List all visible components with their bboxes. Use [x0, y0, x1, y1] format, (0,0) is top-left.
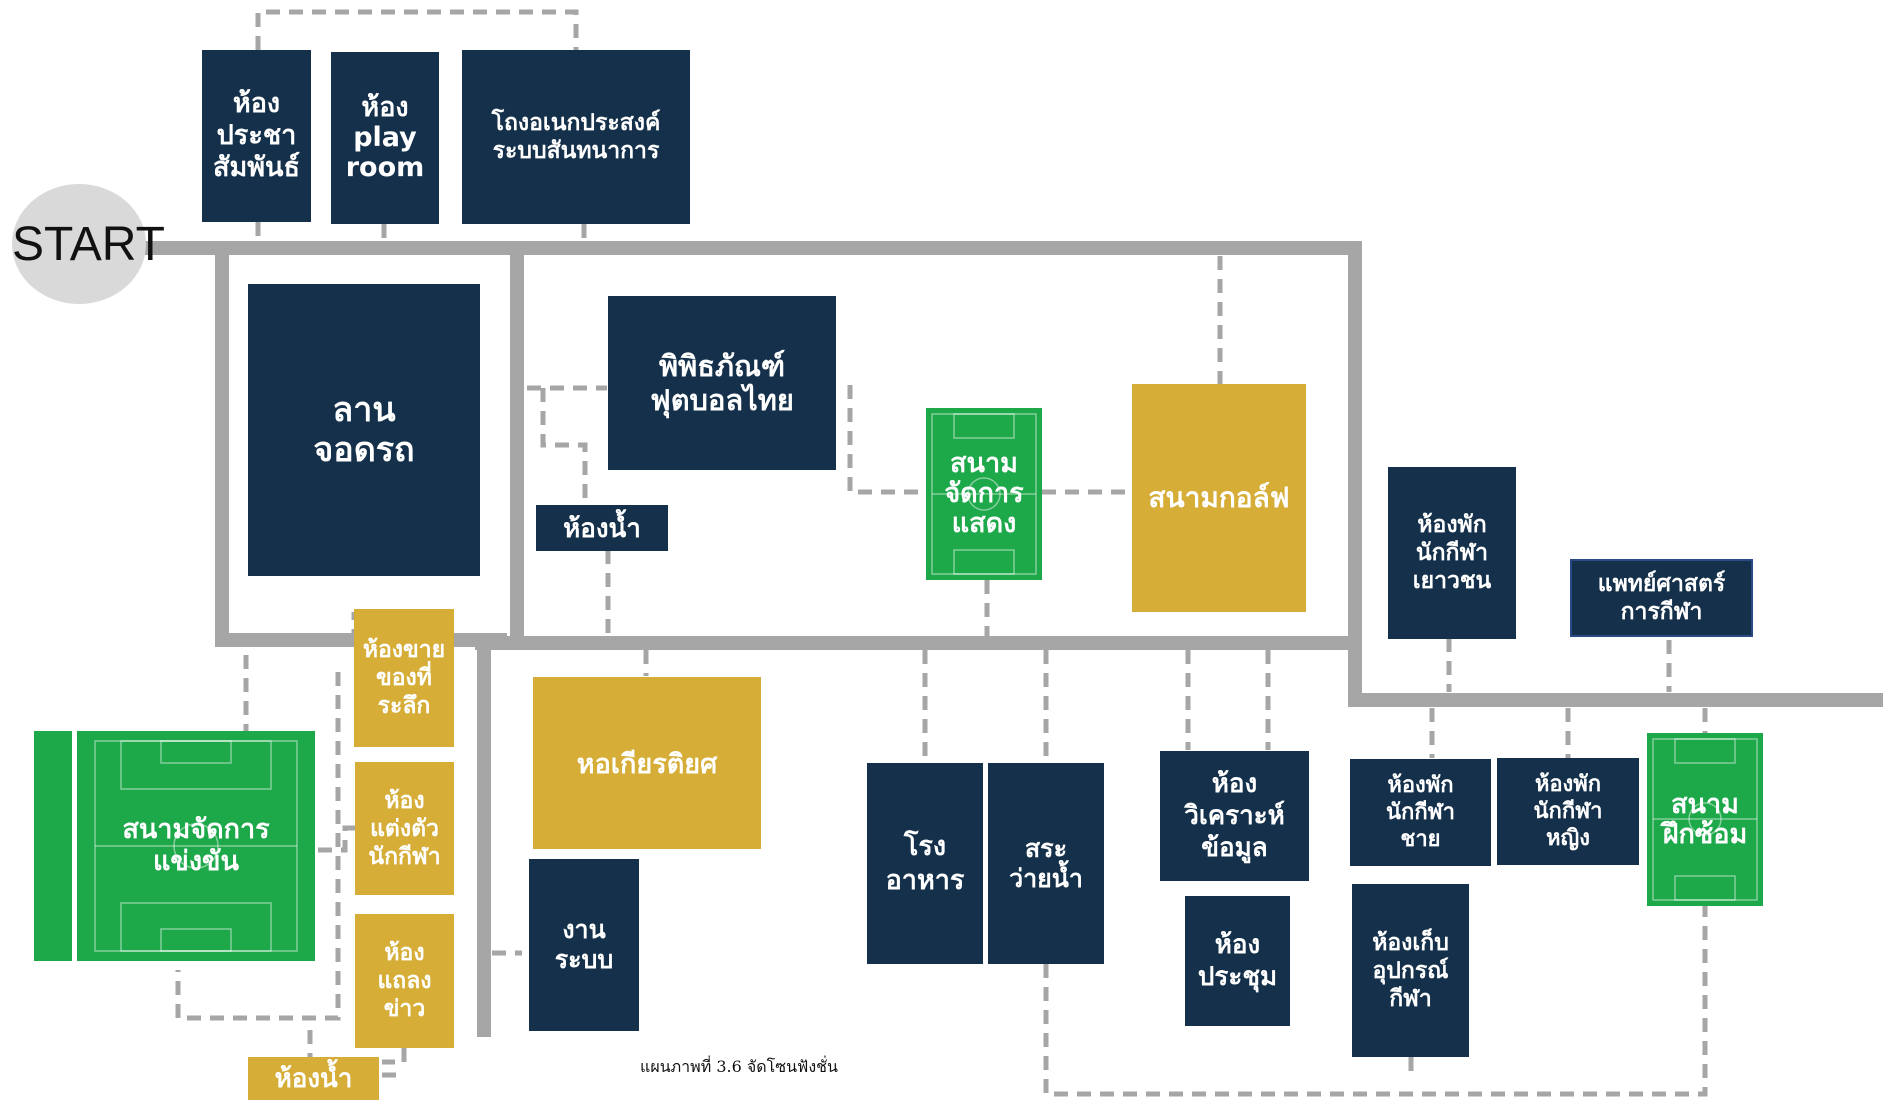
show-field-markings [931, 413, 1037, 575]
link-pool [1043, 650, 1708, 1097]
zone-hall-of-fame-label: หอเกียรติยศ [576, 748, 718, 780]
zone-systems: งาน ระบบ [529, 859, 639, 1031]
zone-restroom-lower-label: ห้องน้ำ [274, 1064, 353, 1094]
zone-youth-dorm: ห้องพัก นักกีฬา เยาวชน [1388, 467, 1516, 639]
link-dressing [318, 825, 355, 853]
zone-female-dorm: ห้องพัก นักกีฬา หญิง [1497, 758, 1639, 865]
zone-pr-room-label: ห้อง ประชา สัมพันธ์ [212, 88, 300, 183]
zone-golf: สนามกอล์ฟ [1132, 384, 1306, 612]
match-field-markings [94, 740, 298, 952]
zone-meeting-room-label: ห้อง ประชุม [1197, 930, 1278, 992]
zone-multipurpose-dome: โถงอเนกประสงค์ ระบบสันทนาการ [462, 50, 690, 224]
zone-press-room-label: ห้อง แถลง ข่าว [377, 940, 432, 1022]
zone-restroom-lower: ห้องน้ำ [248, 1057, 379, 1100]
zone-training-field: สนาม ฝึกซ้อม [1647, 733, 1763, 906]
zone-museum-label: พิพิธภัณฑ์ ฟุตบอลไทย [650, 349, 794, 417]
zone-meeting-room: ห้อง ประชุม [1185, 896, 1290, 1026]
link-analysis [1185, 650, 1271, 750]
link-museum-show [847, 385, 926, 495]
corridors [139, 241, 1883, 1037]
zone-parking: ลาน จอดรถ [248, 284, 480, 576]
zone-restroom-upper: ห้องน้ำ [536, 505, 668, 551]
zone-restroom-upper-label: ห้องน้ำ [563, 513, 641, 544]
zone-play-room-label: ห้อง play room [345, 92, 425, 183]
zone-analysis-room: ห้อง วิเคราะห์ ข้อมูล [1160, 751, 1309, 881]
zone-golf-label: สนามกอล์ฟ [1148, 481, 1290, 514]
zone-training-field-label: สนาม ฝึกซ้อม [1662, 788, 1748, 850]
zone-match-field-side-strip [34, 731, 72, 961]
zone-pool-label: สระ ว่ายน้ำ [1009, 833, 1083, 893]
zone-dressing-room: ห้อง แต่งตัว นักกีฬา [355, 762, 454, 895]
zone-show-field: สนาม จัดการ แสดง [926, 408, 1042, 580]
figure-caption: แผนภาพที่ 3.6 จัดโซนฟังชั่น [640, 1057, 838, 1076]
zone-sports-medicine-label: แพทย์ศาสตร์ การกีฬา [1597, 571, 1726, 625]
zone-press-room: ห้อง แถลง ข่าว [355, 914, 454, 1048]
zone-hall-of-fame: หอเกียรติยศ [533, 677, 761, 849]
zone-pr-room: ห้อง ประชา สัมพันธ์ [202, 50, 311, 222]
zone-show-field-label: สนาม จัดการ แสดง [944, 448, 1024, 539]
zone-male-dorm: ห้องพัก นักกีฬา ชาย [1350, 759, 1491, 866]
zone-analysis-room-label: ห้อง วิเคราะห์ ข้อมูล [1184, 769, 1285, 863]
zone-souvenir-shop: ห้องขาย ของที่ ระลึก [354, 609, 454, 747]
zone-canteen-label: โรง อาหาร [885, 830, 965, 896]
zone-dressing-room-label: ห้อง แต่งตัว นักกีฬา [368, 787, 441, 870]
link-press-restroom [382, 1048, 407, 1078]
zone-pool: สระ ว่ายน้ำ [988, 763, 1104, 964]
start-label: START [12, 217, 165, 271]
zone-equipment-store: ห้องเก็บ อุปกรณ์ กีฬา [1352, 884, 1469, 1057]
zone-systems-label: งาน ระบบ [554, 915, 614, 974]
zone-female-dorm-label: ห้องพัก นักกีฬา หญิง [1533, 772, 1603, 851]
zone-male-dorm-label: ห้องพัก นักกีฬา ชาย [1385, 773, 1456, 852]
zone-souvenir-shop-label: ห้องขาย ของที่ ระลึก [362, 637, 446, 719]
zone-parking-label: ลาน จอดรถ [313, 390, 415, 470]
zone-match-field-label: สนามจัดการ แข่งขัน [122, 814, 270, 877]
zone-equipment-store-label: ห้องเก็บ อุปกรณ์ กีฬา [1372, 929, 1449, 1012]
zone-canteen: โรง อาหาร [867, 763, 983, 964]
link-top-loop [255, 9, 579, 50]
zone-youth-dorm-label: ห้องพัก นักกีฬา เยาวชน [1412, 512, 1492, 594]
zone-match-field: สนามจัดการ แข่งขัน [77, 731, 315, 961]
link-shop-field [175, 672, 341, 1021]
zone-play-room: ห้อง play room [331, 52, 439, 224]
training-field-markings [1652, 738, 1758, 901]
zone-museum: พิพิธภัณฑ์ ฟุตบอลไทย [608, 296, 836, 470]
zone-sports-medicine: แพทย์ศาสตร์ การกีฬา [1570, 559, 1753, 637]
start-node: START [12, 184, 165, 304]
zone-multipurpose-dome-label: โถงอเนกประสงค์ ระบบสันทนาการ [491, 110, 661, 164]
link-museum-restroom [527, 385, 607, 505]
